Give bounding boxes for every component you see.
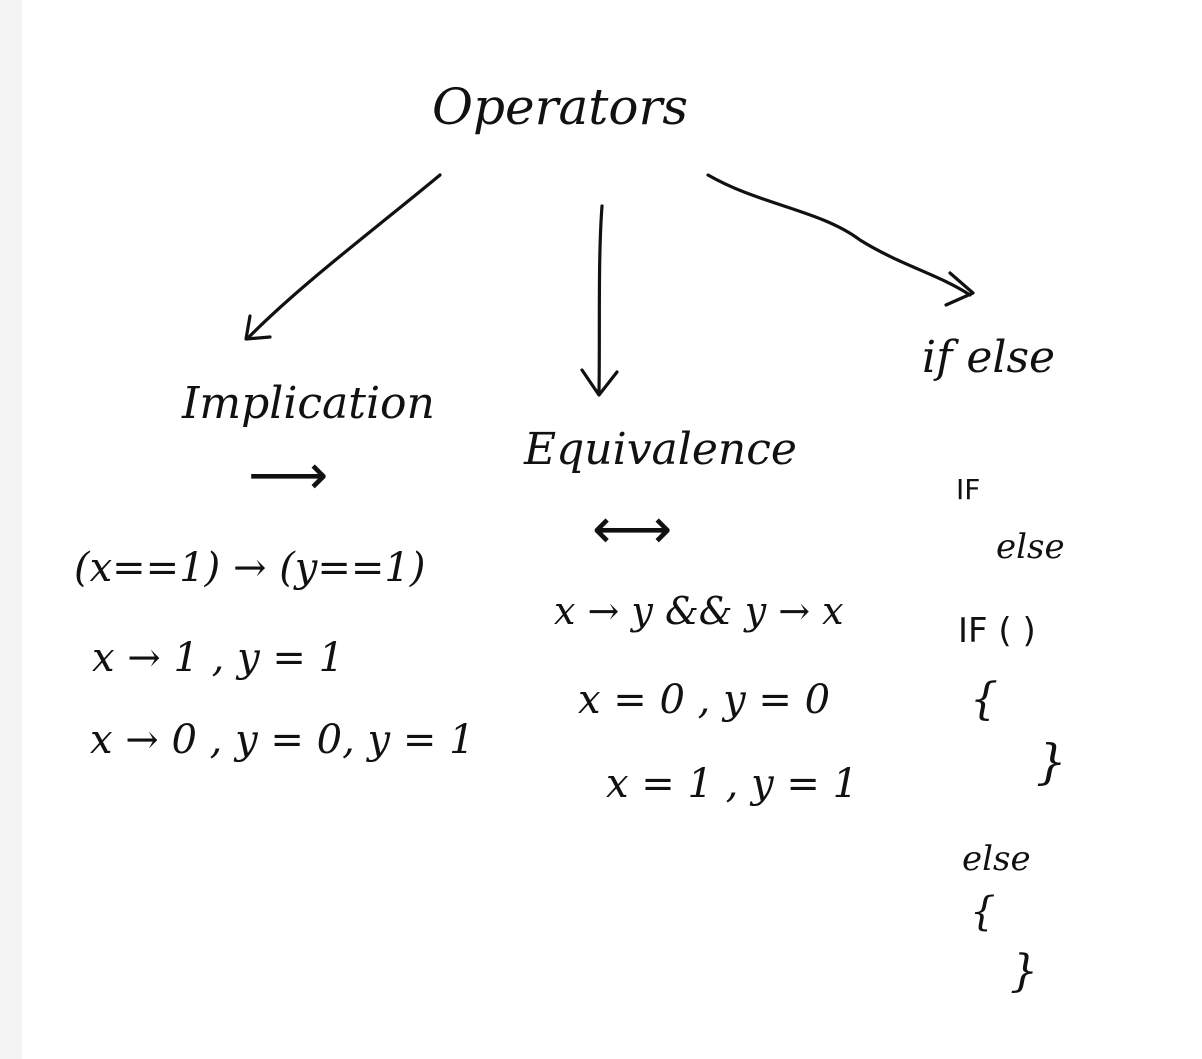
- if-else-line-7: {: [970, 889, 996, 935]
- equivalence-line-2: x = 0 , y = 0: [578, 677, 831, 723]
- implication-label: Implication: [182, 378, 435, 429]
- arrowhead-implication: [244, 314, 272, 341]
- equivalence-label: Equivalence: [524, 424, 797, 475]
- equivalence-line-3: x = 1 , y = 1: [606, 761, 859, 807]
- implication-symbol: ⟶: [248, 443, 329, 508]
- arrowhead-if-else: [944, 271, 975, 307]
- arrow-to-equivalence: [597, 204, 604, 395]
- arrowhead-equivalence: [580, 368, 619, 397]
- if-else-line-5: }: [1036, 734, 1067, 790]
- if-else-line-4: {: [970, 674, 998, 725]
- implication-line-1: (x==1) → (y==1): [74, 545, 426, 591]
- equivalence-line-1: x → y && y → x: [554, 589, 844, 633]
- left-margin-strip: [0, 0, 22, 1059]
- if-else-line-6: else: [962, 839, 1031, 879]
- if-else-line-3: IF ( ): [958, 611, 1036, 651]
- root-label: Operators: [432, 78, 689, 136]
- arrow-to-if-else: [706, 173, 972, 297]
- implication-line-3: x → 0 , y = 0, y = 1: [90, 717, 475, 763]
- implication-line-2: x → 1 , y = 1: [92, 635, 345, 681]
- arrow-to-implication: [246, 173, 442, 340]
- if-else-label: if else: [922, 332, 1056, 383]
- if-else-line-8: }: [1010, 946, 1038, 997]
- if-else-line-1: IF: [956, 473, 981, 506]
- equivalence-symbol: ⟷: [592, 497, 673, 562]
- if-else-line-2: else: [996, 527, 1065, 567]
